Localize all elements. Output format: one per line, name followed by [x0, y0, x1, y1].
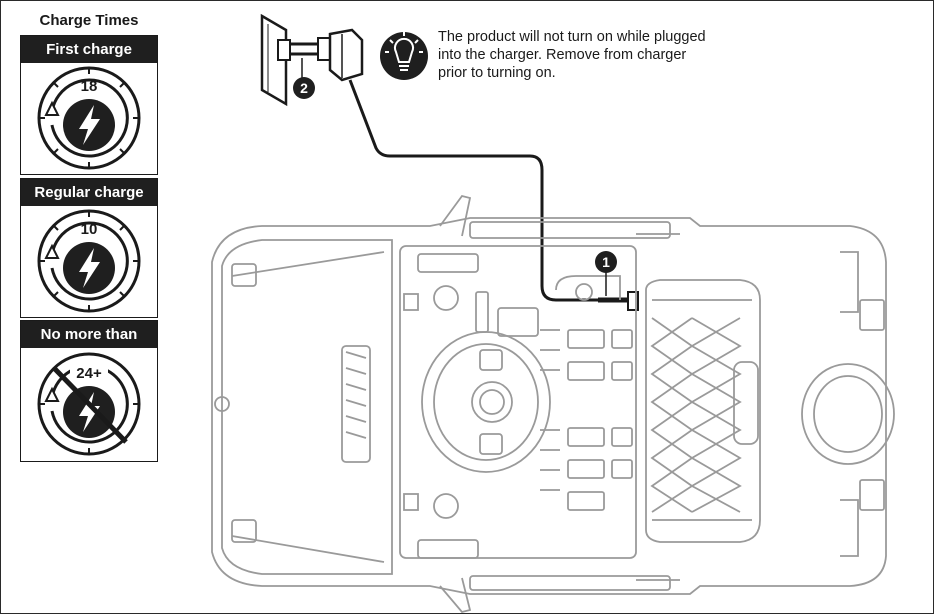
- callout-1: 1: [595, 251, 617, 273]
- clock-dial-icon: 18: [37, 66, 141, 170]
- charger-adapter: [317, 28, 364, 82]
- first-charge-hours: 18: [81, 78, 98, 95]
- charging-note: The product will not turn on while plugg…: [438, 28, 758, 82]
- wall-outlet: [260, 13, 318, 107]
- charge-times-title: Charge Times: [39, 12, 139, 29]
- note-line-1: The product will not turn on while plugg…: [438, 29, 706, 45]
- first-charge-box: First charge 18: [20, 35, 158, 175]
- first-charge-label: First charge: [21, 36, 157, 63]
- callout-2: 2: [293, 77, 315, 99]
- regular-charge-box: Regular charge 10: [20, 178, 158, 318]
- charging-cable: [348, 79, 600, 302]
- note-line-2: into the charger. Remove from charger: [438, 47, 687, 63]
- svg-text:2: 2: [300, 80, 308, 96]
- regular-charge-hours: 10: [81, 221, 98, 238]
- lightbulb-icon: [380, 32, 428, 80]
- max-charge-label: No more than: [21, 321, 157, 348]
- note-line-3: prior to turning on.: [438, 65, 556, 81]
- charge-times-panel: Charge Times First charge 18 Regular cha…: [0, 0, 180, 470]
- max-charge-hours: 24+: [76, 365, 102, 382]
- clock-dial-prohibited-icon: 24+: [37, 352, 141, 456]
- clock-dial-icon: 10: [37, 209, 141, 313]
- svg-text:1: 1: [602, 254, 610, 270]
- ride-on-vehicle: [211, 194, 895, 614]
- max-charge-box: No more than 24+: [20, 320, 158, 462]
- regular-charge-label: Regular charge: [21, 179, 157, 206]
